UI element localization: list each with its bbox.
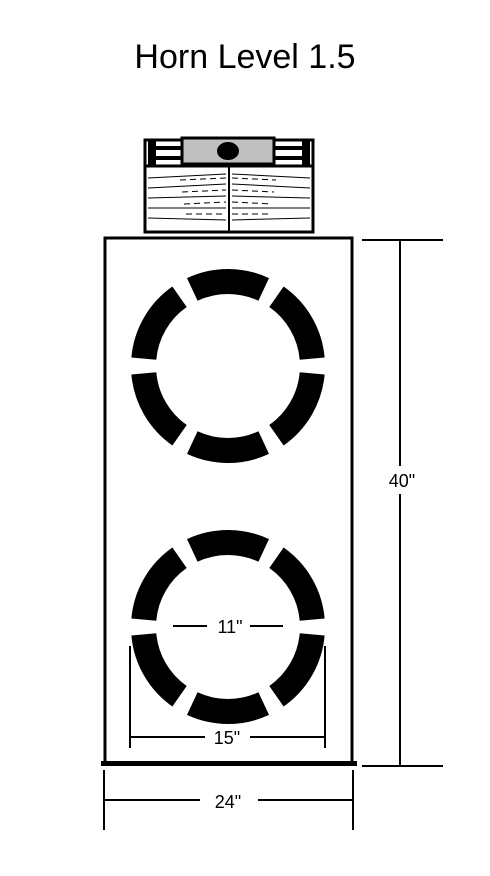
speaker-segment bbox=[269, 547, 325, 621]
speaker-segment bbox=[131, 286, 187, 360]
speaker-segment bbox=[187, 269, 269, 301]
speaker-segment bbox=[269, 286, 325, 360]
speaker-segment bbox=[187, 530, 269, 562]
speaker-ring-icon bbox=[131, 269, 325, 463]
speaker-diameter-dimension bbox=[129, 646, 326, 748]
speaker-segment bbox=[187, 692, 269, 724]
speaker-ring-icon bbox=[131, 530, 325, 724]
speaker-diameter-label: 15" bbox=[214, 728, 240, 748]
cabinet-outline bbox=[103, 236, 354, 765]
speaker-segment bbox=[269, 633, 325, 707]
speaker-segment bbox=[187, 431, 269, 463]
width-dimension bbox=[103, 770, 354, 830]
horn-tweeter-icon bbox=[143, 136, 315, 234]
speaker-segment bbox=[131, 372, 187, 446]
speaker-segment bbox=[269, 372, 325, 446]
cabinet-base bbox=[101, 761, 357, 766]
speaker-segment bbox=[131, 633, 187, 707]
width-label: 24" bbox=[215, 792, 241, 812]
cone-diameter-label: 11" bbox=[217, 617, 242, 637]
height-label: 40" bbox=[389, 471, 415, 491]
height-dimension bbox=[362, 239, 443, 767]
diagram-title: Horn Level 1.5 bbox=[134, 38, 356, 76]
speaker-segment bbox=[131, 547, 187, 621]
